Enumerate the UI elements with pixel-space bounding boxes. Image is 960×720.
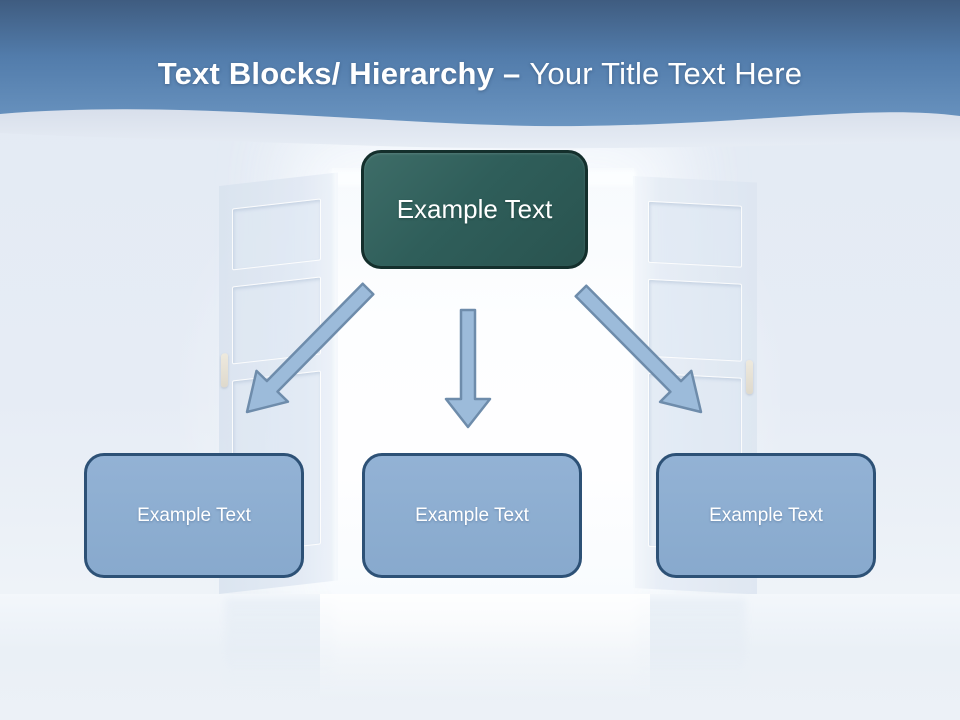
title-bold-segment: Text Blocks/ Hierarchy –	[157, 56, 521, 91]
wave-underlay	[0, 109, 960, 149]
header-blue-shape	[0, 0, 960, 127]
header-band	[0, 0, 960, 149]
title-regular-segment: Your Title Text Here	[529, 56, 803, 91]
child-text-block-3-label: Example Text	[709, 504, 823, 526]
floor-reflection	[636, 598, 746, 688]
arrow-down	[444, 308, 492, 429]
child-text-block-1[interactable]: Example Text	[84, 453, 304, 578]
floor-reflection	[225, 598, 335, 688]
arrow-diagonal-right	[574, 284, 703, 414]
page-title[interactable]: Text Blocks/ Hierarchy –Your Title Text …	[0, 56, 960, 92]
child-text-block-2-label: Example Text	[415, 504, 529, 526]
child-text-block-1-label: Example Text	[137, 504, 251, 526]
floor-light-reflection	[320, 594, 650, 720]
child-text-block-3[interactable]: Example Text	[656, 453, 876, 578]
arrow-diagonal-left	[245, 282, 375, 414]
root-text-block[interactable]: Example Text	[361, 150, 588, 269]
root-text-block-label: Example Text	[396, 194, 553, 224]
child-text-block-2[interactable]: Example Text	[362, 453, 582, 578]
